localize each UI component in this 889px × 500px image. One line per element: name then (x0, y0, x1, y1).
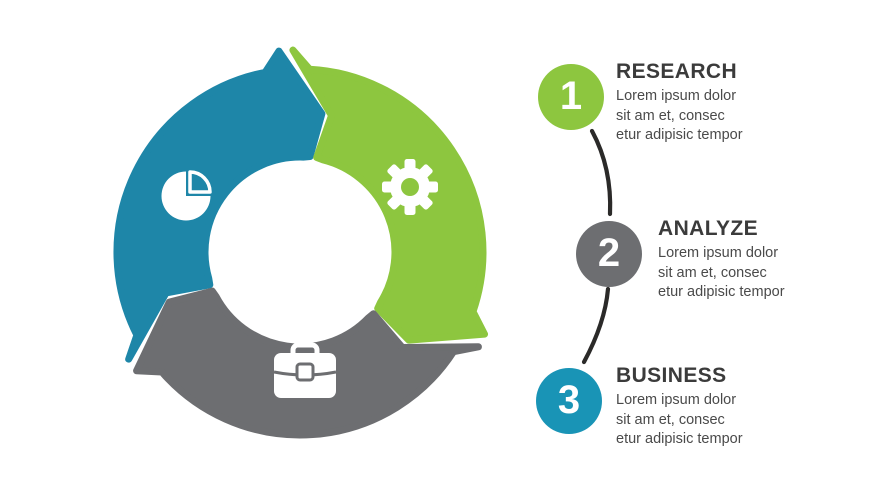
step-3-text: BUSINESS Lorem ipsum dolor sit am et, co… (616, 363, 806, 450)
step-2-number-badge: 2 (576, 221, 642, 287)
step-3-description: Lorem ipsum dolor sit am et, consec etur… (616, 392, 743, 447)
connector-2-3 (581, 286, 611, 365)
connector-1-2 (589, 128, 613, 217)
step-2-description: Lorem ipsum dolor sit am et, consec etur… (658, 245, 785, 300)
pie-chart-icon (161, 170, 212, 221)
step-3-number-badge: 3 (536, 368, 602, 434)
briefcase-icon (273, 342, 337, 398)
step-1-number-badge: 1 (538, 64, 604, 130)
step-3-number: 3 (557, 378, 581, 422)
cycle-arrows-graphic (113, 46, 489, 439)
step-1-description: Lorem ipsum dolor sit am et, consec etur… (616, 88, 743, 143)
step-3-title: BUSINESS (616, 364, 727, 387)
step-1-text: RESEARCH Lorem ipsum dolor sit am et, co… (616, 59, 806, 146)
step-1-title: RESEARCH (616, 60, 738, 83)
research-arrow-shape (113, 47, 326, 363)
step-2-text: ANALYZE Lorem ipsum dolor sit am et, con… (658, 216, 848, 303)
step-2-title: ANALYZE (658, 217, 759, 240)
gear-icon (382, 159, 438, 215)
analyze-arrow-shape (289, 46, 489, 344)
step-2-number: 2 (597, 231, 621, 275)
step-1-number: 1 (559, 74, 583, 118)
